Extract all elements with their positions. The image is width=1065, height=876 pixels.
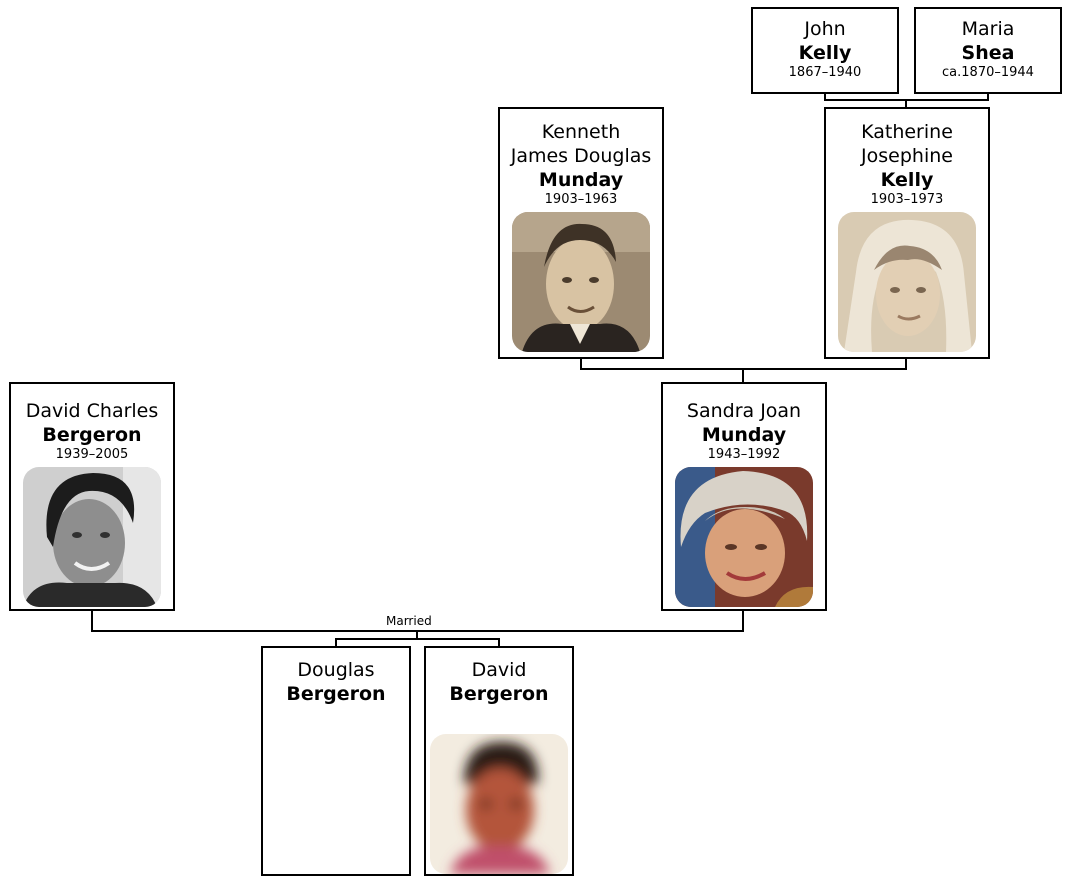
connector-line [335, 638, 500, 640]
given-name: Kenneth [541, 121, 621, 143]
connector-line [498, 638, 500, 648]
life-dates: ca.1870–1944 [942, 65, 1034, 80]
connector-line [91, 610, 93, 632]
surname: Bergeron [449, 683, 549, 705]
connector-line [416, 630, 418, 639]
life-dates: 1867–1940 [788, 65, 862, 80]
given-name: John [804, 18, 846, 40]
portrait-photo [512, 212, 650, 352]
given-name: Josephine [861, 145, 953, 167]
person-card-john-kelly[interactable]: John Kelly 1867–1940 [751, 7, 899, 94]
surname: Bergeron [42, 424, 142, 446]
life-dates: 1903–1963 [544, 192, 618, 207]
connector-line [335, 638, 337, 648]
married-label: Married [384, 614, 434, 628]
life-dates: 1903–1973 [870, 192, 944, 207]
connector-line [824, 92, 826, 101]
portrait-photo [430, 734, 568, 874]
connector-line [987, 92, 989, 101]
person-card-katherine-kelly[interactable]: Katherine Josephine Kelly 1903–1973 [824, 107, 990, 359]
surname: Shea [961, 42, 1015, 64]
person-card-david-charles-bergeron[interactable]: David Charles Bergeron 1939–2005 [9, 382, 175, 611]
person-card-sandra-munday[interactable]: Sandra Joan Munday 1943–1992 [661, 382, 827, 611]
given-name: David Charles [25, 400, 159, 422]
given-name: Katherine [861, 121, 953, 143]
connector-line [742, 368, 744, 384]
life-dates: 1943–1992 [707, 447, 781, 462]
portrait-photo [23, 467, 161, 607]
person-card-kenneth-munday[interactable]: Kenneth James Douglas Munday 1903–1963 [498, 107, 664, 359]
life-dates: 1939–2005 [55, 447, 129, 462]
given-name: Douglas [297, 659, 375, 681]
connector-line [905, 357, 907, 370]
surname: Munday [538, 169, 624, 191]
portrait-photo [675, 467, 813, 607]
portrait-photo [838, 212, 976, 352]
surname: Kelly [798, 42, 852, 64]
given-name: David [471, 659, 527, 681]
person-card-david-bergeron[interactable]: David Bergeron [424, 646, 574, 876]
given-name: James Douglas [510, 145, 652, 167]
given-name: Sandra Joan [686, 400, 802, 422]
surname: Munday [701, 424, 787, 446]
connector-line [580, 357, 582, 370]
person-card-douglas-bergeron[interactable]: Douglas Bergeron [261, 646, 411, 876]
person-card-maria-shea[interactable]: Maria Shea ca.1870–1944 [914, 7, 1062, 94]
surname: Bergeron [286, 683, 386, 705]
surname: Kelly [880, 169, 934, 191]
connector-line [742, 610, 744, 632]
given-name: Maria [961, 18, 1015, 40]
connector-line [905, 99, 907, 108]
